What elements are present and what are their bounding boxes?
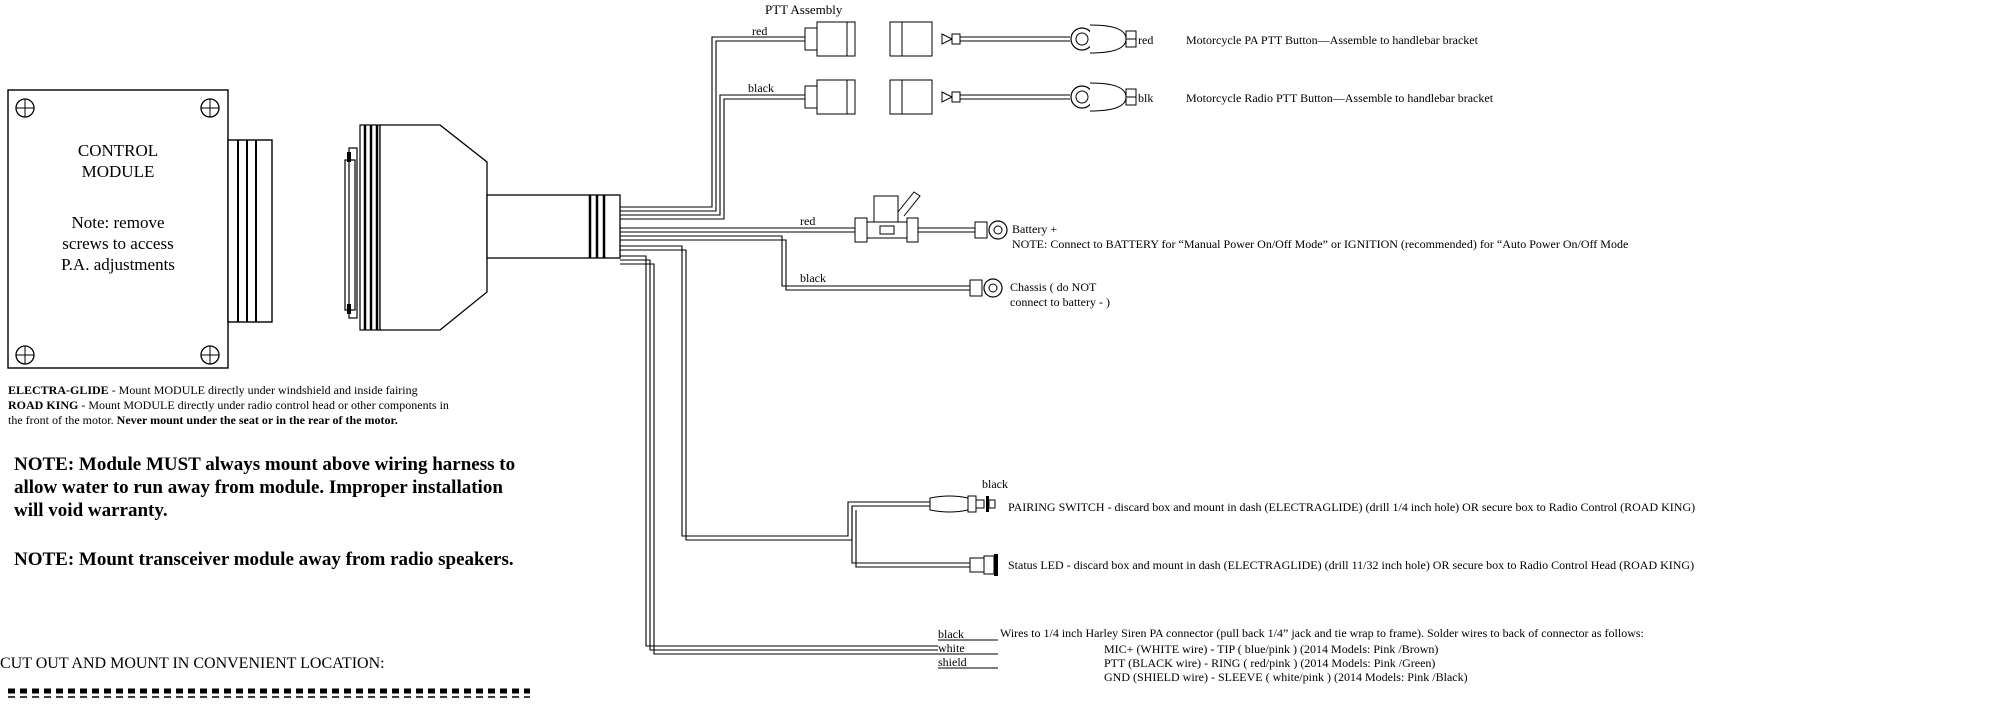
siren-black-label: black <box>938 627 964 641</box>
module-note-1: Note: remove <box>72 213 165 232</box>
chassis-label-1: Chassis ( do NOT <box>1010 280 1097 294</box>
radio-ptt-button-label: Motorcycle Radio PTT Button—Assemble to … <box>1186 91 1494 105</box>
pa-ptt-button-label: Motorcycle PA PTT Button—Assemble to han… <box>1186 33 1479 47</box>
siren-shield-label: shield <box>938 655 967 669</box>
ptt-red-wire-label: red <box>752 24 767 38</box>
status-led-label: Status LED - discard box and mount in da… <box>1008 558 1694 572</box>
fuse-holder <box>854 191 921 243</box>
harness-plug <box>344 124 621 331</box>
screw-icon <box>15 98 35 118</box>
siren-line-3: GND (SHIELD wire) - SLEEVE ( white/pink … <box>1104 670 1468 684</box>
module-title-2: MODULE <box>82 162 155 181</box>
ptt-black-connector <box>804 79 1137 115</box>
ptt-red-end-label: red <box>1138 33 1153 47</box>
module-connector <box>227 139 273 323</box>
road-king-note: ROAD KING - Mount MODULE directly under … <box>8 398 449 412</box>
siren-header: Wires to 1/4 inch Harley Siren PA connec… <box>1000 626 1644 640</box>
cutout-instruction: CUT OUT AND MOUNT IN CONVENIENT LOCATION… <box>0 655 385 672</box>
warning-note-line-3: will void warranty. <box>14 500 168 521</box>
road-king-note-2: the front of the motor. Never mount unde… <box>8 413 398 427</box>
module-note-2: screws to access <box>62 234 173 253</box>
screw-icon <box>200 98 220 118</box>
ptt-red-connector <box>804 21 1137 57</box>
battery-ring-terminal <box>974 220 1008 240</box>
siren-line-2: PTT (BLACK wire) - RING ( red/pink ) (20… <box>1104 656 1435 670</box>
status-led <box>969 554 998 576</box>
power-red-label: red <box>800 214 815 228</box>
speaker-note: NOTE: Mount transceiver module away from… <box>14 549 514 570</box>
warning-note-line-1: NOTE: Module MUST always mount above wir… <box>14 454 515 475</box>
chassis-ring-terminal <box>969 278 1003 298</box>
electra-glide-note: ELECTRA-GLIDE - Mount MODULE directly un… <box>8 383 418 397</box>
warning-note-line-2: allow water to run away from module. Imp… <box>14 477 503 498</box>
screw-icon <box>200 345 220 365</box>
chassis-black-label: black <box>800 271 826 285</box>
ptt-blk-end-label: blk <box>1138 91 1153 105</box>
screw-icon <box>15 345 35 365</box>
siren-white-label: white <box>938 641 965 655</box>
harness-wires <box>620 36 975 655</box>
ptt-black-wire-label: black <box>748 81 774 95</box>
siren-line-1: MIC+ (WHITE wire) - TIP ( blue/pink ) (2… <box>1104 642 1438 656</box>
control-module: CONTROL MODULE Note: remove screws to ac… <box>7 89 273 369</box>
battery-label: Battery + <box>1012 222 1057 236</box>
module-note-3: P.A. adjustments <box>61 255 175 274</box>
module-title: CONTROL <box>78 141 158 160</box>
ptt-assembly-title: PTT Assembly <box>765 2 843 17</box>
pairing-wire-label: black <box>982 477 1008 491</box>
chassis-label-2: connect to battery - ) <box>1010 295 1110 309</box>
pairing-switch-label: PAIRING SWITCH - discard box and mount i… <box>1008 500 1695 514</box>
control-module-body <box>7 89 229 369</box>
battery-note: NOTE: Connect to BATTERY for “Manual Pow… <box>1012 237 1628 251</box>
pairing-switch <box>929 495 996 513</box>
